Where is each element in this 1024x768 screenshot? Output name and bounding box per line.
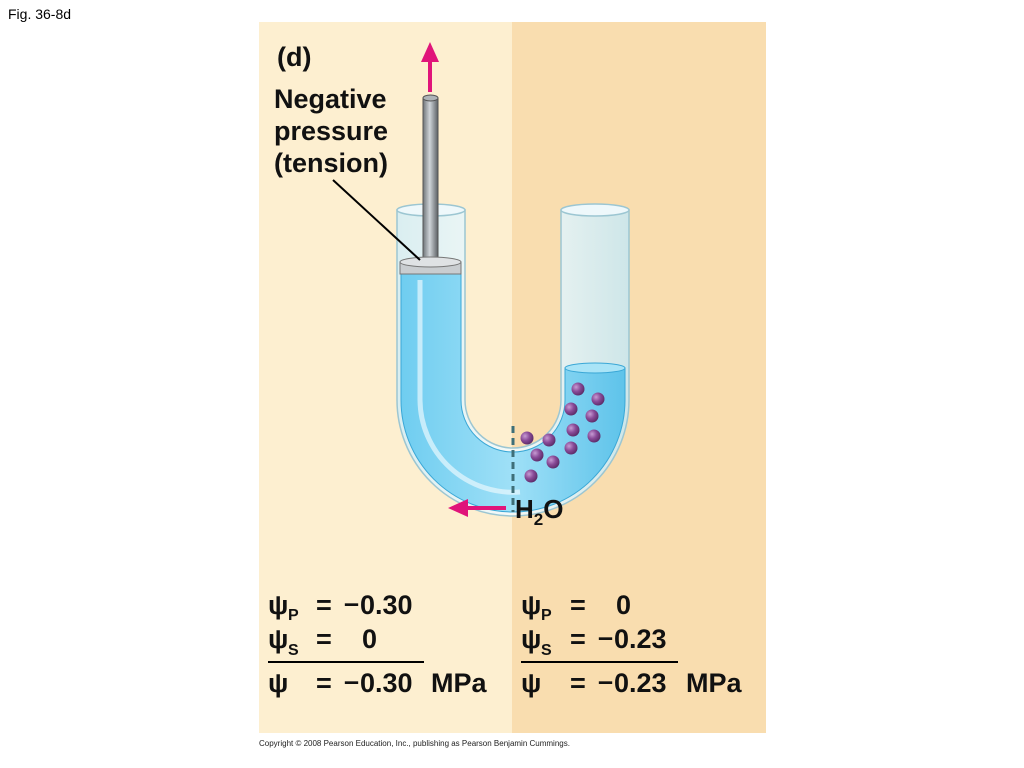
solute-particle (585, 409, 599, 423)
callout-line-3: (tension) (274, 148, 388, 178)
left-psi-total-symbol: ψ (268, 668, 288, 698)
solute-particle (566, 423, 580, 437)
left-psi-p-eq: = (316, 590, 332, 620)
solute-particle (546, 455, 560, 469)
left-psi-total-sign: – (344, 666, 359, 696)
panel-left-half (259, 22, 512, 733)
right-equations: ψ P = 0 ψ S = – 0.23 ψ = – 0.23 MPa (521, 590, 743, 698)
right-unit: MPa (686, 668, 743, 698)
left-psi-p-sign: – (344, 588, 359, 618)
right-psi-total-sign: – (598, 666, 613, 696)
right-psi-p-sub: P (541, 607, 552, 624)
right-psi-s-eq: = (570, 624, 586, 654)
left-psi-s-eq: = (316, 624, 332, 654)
solute-particle (520, 431, 534, 445)
panel-label: (d) (277, 42, 311, 72)
diagram-panel (259, 22, 766, 733)
right-water-surface (564, 362, 626, 374)
right-psi-total-value: 0.23 (614, 668, 667, 698)
right-psi-p-value: 0 (616, 590, 631, 620)
water-label-o: O (543, 494, 563, 524)
water-label-sub: 2 (534, 510, 543, 529)
left-psi-s-value: 0 (362, 624, 377, 654)
water-label-h: H (515, 494, 534, 524)
solute-particle (571, 382, 585, 396)
solute-particle (542, 433, 556, 447)
right-psi-s-sign: – (598, 622, 613, 652)
right-psi-s-symbol: ψ (521, 624, 541, 654)
figure-label: Fig. 36-8d (8, 6, 72, 22)
callout-leader-line (332, 179, 421, 261)
callout-line-2: pressure (274, 116, 388, 146)
left-equations: ψ P = – 0.30 ψ S = 0 ψ = – 0.30 MPa (268, 588, 488, 698)
piston-plate-top (399, 256, 462, 268)
solute-particle (524, 469, 538, 483)
solute-particle (530, 448, 544, 462)
right-psi-p-eq: = (570, 590, 586, 620)
piston-rod (422, 97, 439, 269)
left-psi-s-symbol: ψ (268, 624, 288, 654)
pull-arrow-head (421, 42, 439, 62)
solute-particle (564, 402, 578, 416)
left-psi-total-value: 0.30 (360, 668, 413, 698)
solute-particle (564, 441, 578, 455)
right-psi-total-eq: = (570, 668, 586, 698)
solute-particle (587, 429, 601, 443)
right-psi-total-symbol: ψ (521, 668, 541, 698)
right-tube-rim (560, 203, 630, 217)
left-psi-total-eq: = (316, 668, 332, 698)
solute-particle (591, 392, 605, 406)
copyright-notice: Copyright © 2008 Pearson Education, Inc.… (259, 739, 570, 748)
left-psi-p-sub: P (288, 607, 299, 624)
callout-line-1: Negative (274, 84, 387, 114)
left-psi-p-symbol: ψ (268, 590, 288, 620)
glass-highlight (417, 280, 521, 495)
water-flow-arrow-head (448, 499, 468, 517)
right-psi-p-symbol: ψ (521, 590, 541, 620)
solute-particles (520, 382, 605, 483)
piston-rod-top (422, 94, 439, 102)
right-psi-s-value: 0.23 (614, 624, 667, 654)
left-unit: MPa (431, 668, 488, 698)
water-label: H2O (515, 494, 563, 529)
right-psi-s-sub: S (541, 642, 552, 659)
panel-right-half (512, 22, 766, 733)
left-psi-p-value: 0.30 (360, 590, 413, 620)
left-psi-s-sub: S (288, 642, 299, 659)
